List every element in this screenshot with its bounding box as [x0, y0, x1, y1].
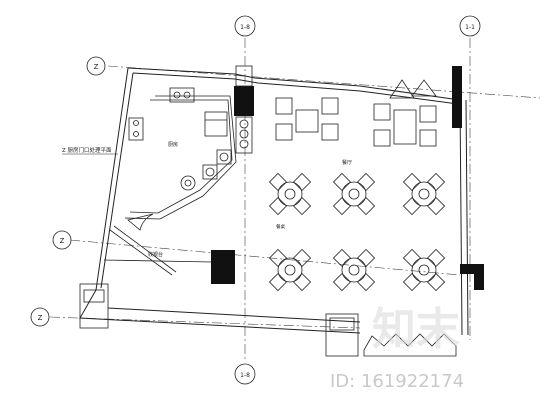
column-top [234, 86, 254, 116]
outer-walls [79, 67, 469, 336]
kitchen-label: 厨房 [168, 141, 178, 148]
round-table [402, 172, 446, 216]
svg-text:1-8: 1-8 [240, 24, 250, 31]
round-table [402, 248, 446, 292]
round-table [268, 172, 312, 216]
table-note: 餐桌 [276, 223, 285, 230]
column-right-bottom [460, 264, 484, 274]
grid-bubble-top-a: 1-8 [234, 15, 256, 37]
round-table [332, 172, 376, 216]
grid-bubble-left-a: Z [86, 56, 106, 76]
dining-label: 餐厅 [342, 159, 352, 166]
fixtures [235, 65, 253, 154]
round-table [268, 248, 312, 292]
svg-text:Z: Z [94, 63, 99, 71]
round-table [332, 248, 376, 292]
reception-counter [325, 313, 457, 357]
round-tables [268, 172, 446, 292]
grid-bubble-top-b: 1-1 [459, 15, 481, 37]
grid-bubble-bottom: 1-8 [234, 363, 256, 385]
watermark-logo: 知末 [372, 304, 460, 355]
watermark: 知末 ID: 161922174 [330, 304, 464, 392]
svg-text:1-8: 1-8 [240, 372, 250, 379]
svg-text:1-1: 1-1 [465, 24, 475, 31]
svg-text:Z: Z [38, 314, 43, 322]
column-right-bottom-leg [474, 264, 484, 290]
watermark-id: ID: 161922174 [330, 371, 464, 392]
counter-label: 收银台 [148, 251, 163, 258]
column-right-top [452, 66, 462, 128]
kitchen-area [103, 87, 237, 276]
grid-bubble-left-c: Z [30, 307, 50, 327]
kitchen-note: Z 厨房门口处理平面 [62, 146, 112, 154]
top-tables [275, 79, 437, 147]
entrance-booth [79, 283, 109, 329]
svg-text:Z: Z [60, 237, 65, 245]
grid-bubble-left-b: Z [52, 230, 72, 250]
column-mid [211, 250, 235, 284]
